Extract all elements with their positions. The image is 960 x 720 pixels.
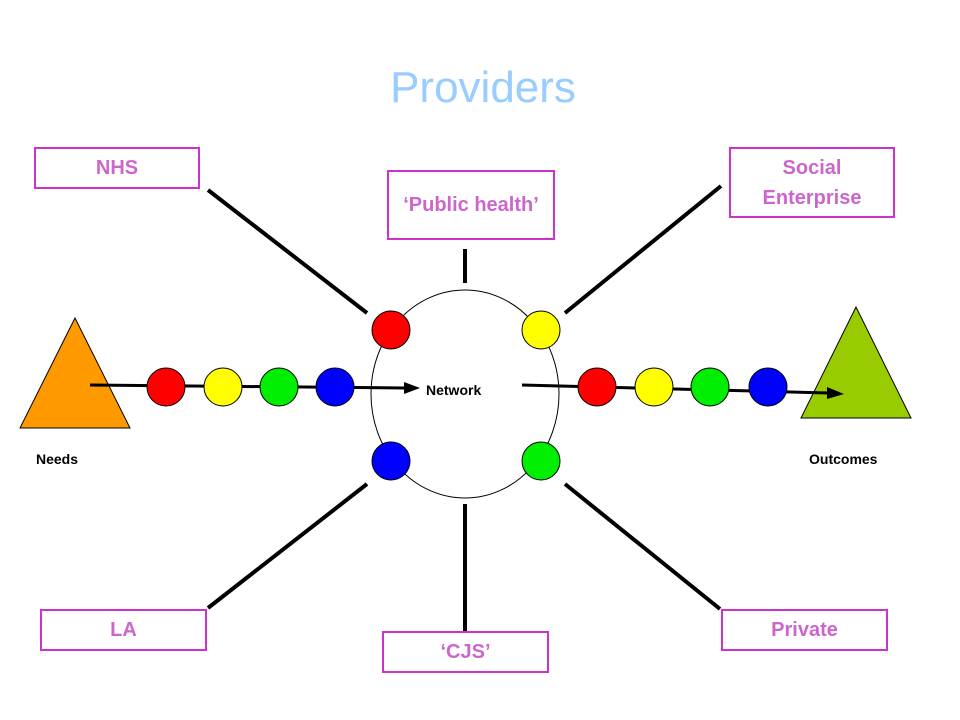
needs-arrow-head [404, 382, 420, 394]
needs-circle-yellow [203, 367, 243, 407]
network-node-yellow [521, 310, 561, 350]
connector-private [563, 482, 722, 611]
network-ellipse [370, 289, 560, 499]
provider-label-la: LA [110, 619, 137, 641]
provider-box-private: Private [721, 609, 888, 651]
provider-label-social-enterprise: Social Enterprise [762, 156, 862, 209]
network-node-blue [371, 441, 411, 481]
outcomes-label: Outcomes [809, 451, 878, 467]
needs-arrow-line [89, 383, 406, 390]
needs-circle-red [146, 367, 186, 407]
provider-label-nhs: NHS [95, 157, 139, 179]
needs-circle-green [259, 367, 299, 407]
outcomes-circle-blue [748, 367, 788, 407]
provider-box-nhs: NHS [34, 147, 200, 189]
network-label: Network [426, 382, 482, 398]
outcomes-triangle [800, 305, 912, 419]
provider-label-cjs: ‘CJS’ [440, 641, 491, 663]
provider-box-cjs: ‘CJS’ [382, 631, 549, 673]
outcomes-arrow-head [827, 387, 844, 399]
needs-label: Needs [36, 451, 79, 467]
provider-label-public-health: ‘Public health’ [403, 194, 539, 216]
provider-label-private: Private [771, 619, 838, 641]
needs-circle-blue [315, 367, 355, 407]
outcomes-circle-green [690, 367, 730, 407]
outcomes-circle-red [577, 367, 617, 407]
provider-box-public-health: ‘Public health’ [387, 170, 555, 240]
page-title: Providers [390, 63, 576, 112]
network-node-green [521, 441, 561, 481]
provider-box-social-enterprise: Social Enterprise [729, 147, 895, 218]
connector-nhs [206, 188, 369, 315]
network-node-red [371, 310, 411, 350]
provider-box-la: LA [40, 609, 207, 651]
outcomes-circle-yellow [634, 367, 674, 407]
connector-social-enterprise [563, 184, 723, 315]
needs-triangle [19, 316, 131, 429]
connector-la [206, 482, 369, 610]
